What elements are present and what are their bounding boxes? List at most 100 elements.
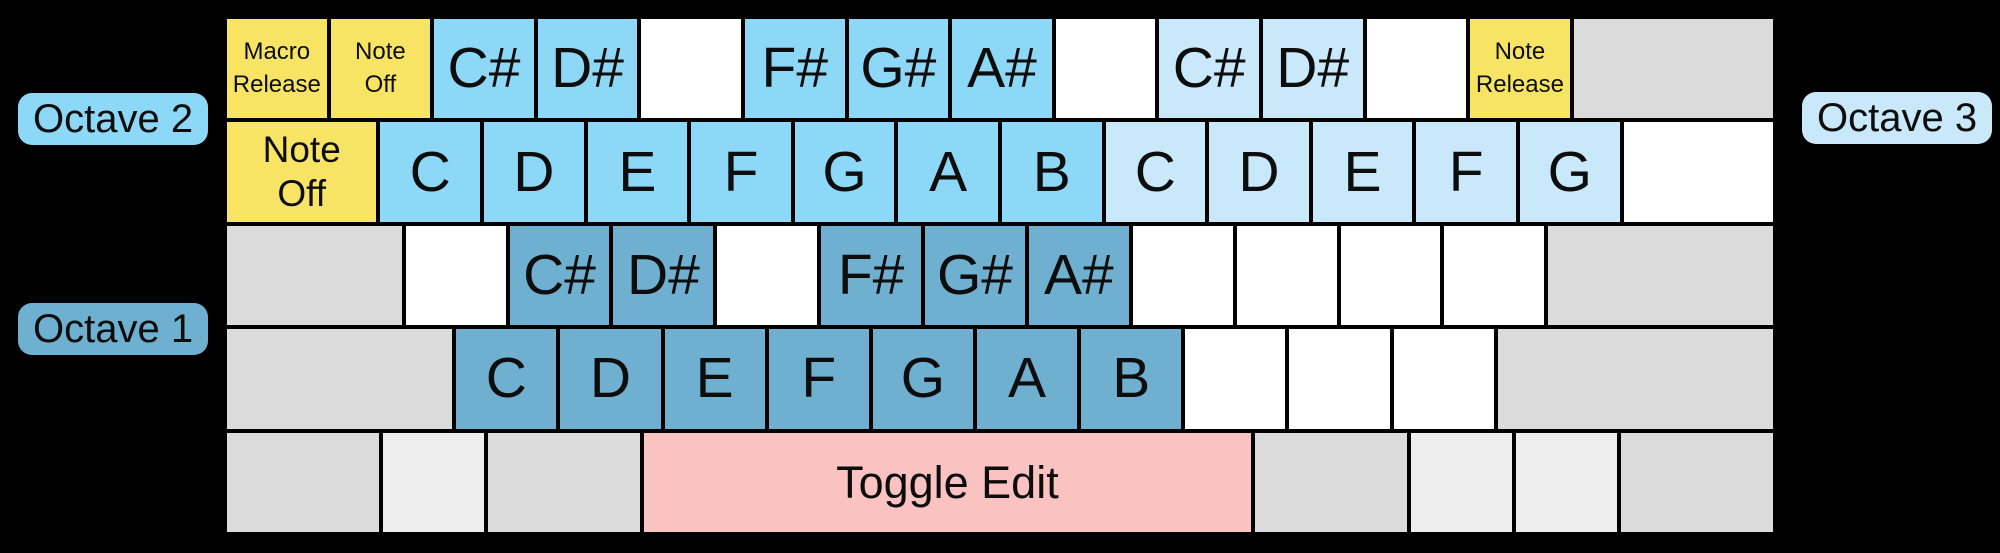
key-g-octave2-label: G	[822, 139, 867, 204]
key-c-octave2[interactable]: C	[378, 120, 482, 224]
key-csharp-octave2[interactable]: C#	[432, 17, 536, 121]
badge-octave-2-label: Octave 2	[33, 96, 194, 141]
badge-octave-2: Octave 2	[18, 93, 209, 145]
key-blank-row3-a	[403, 223, 508, 328]
key-d-octave1-label: D	[589, 346, 632, 411]
key-f-octave2-label: F	[723, 139, 759, 204]
key-blank-mod-a	[225, 430, 381, 535]
key-blank-row4-b	[1287, 327, 1392, 431]
key-e-octave2[interactable]: E	[585, 120, 690, 224]
key-blank-mod-c	[486, 430, 642, 535]
key-b-octave1[interactable]: B	[1079, 327, 1184, 431]
key-g-octave1-label: G	[900, 346, 946, 411]
key-blank-row3-d	[1234, 223, 1339, 328]
key-d-octave3[interactable]: D	[1207, 120, 1311, 224]
key-dsharp-octave3[interactable]: D#	[1260, 17, 1365, 121]
key-g-octave2[interactable]: G	[792, 120, 897, 224]
key-dsharp-octave3-label: D#	[1276, 36, 1350, 101]
key-csharp-octave3-label: C#	[1172, 36, 1246, 101]
key-b-octave2-label: B	[1032, 139, 1071, 204]
key-asharp-octave1-label: A#	[1043, 243, 1114, 308]
key-blank-mod-e	[1408, 430, 1514, 535]
key-f-octave3-label: F	[1448, 139, 1484, 204]
key-blank-row1-c	[1364, 17, 1469, 121]
badge-octave-1-label: Octave 1	[33, 306, 194, 351]
key-a-octave1-label: A	[1008, 346, 1047, 411]
badge-octave-3-label: Octave 3	[1817, 95, 1978, 140]
key-d-octave1[interactable]: D	[558, 327, 663, 431]
badge-octave-1: Octave 1	[18, 303, 209, 355]
key-gsharp-octave2-label: G#	[860, 36, 937, 101]
key-csharp-octave1-label: C#	[523, 243, 596, 308]
key-f-octave2[interactable]: F	[689, 120, 793, 224]
keyboard-row-3: C#D# F# G# A#	[225, 223, 1775, 328]
key-fsharp-octave2-label: F#	[761, 36, 829, 101]
key-note-release-label: Note Release	[1475, 38, 1564, 98]
key-f-octave3[interactable]: F	[1414, 120, 1518, 224]
key-note-off-top-label: Note Off	[355, 38, 406, 98]
key-note-release[interactable]: Note Release	[1468, 17, 1572, 121]
key-e-octave1-label: E	[695, 346, 734, 411]
key-gsharp-octave1[interactable]: G#	[923, 223, 1027, 328]
key-blank-row3-b	[715, 223, 820, 328]
key-dsharp-octave2[interactable]: D#	[535, 17, 640, 121]
key-dsharp-octave2-label: D#	[551, 36, 625, 101]
key-blank-lshift	[225, 327, 455, 431]
key-fsharp-octave2[interactable]: F#	[742, 17, 847, 121]
key-blank-mod-b	[380, 430, 486, 535]
key-g-octave1[interactable]: G	[870, 327, 975, 431]
key-c-octave3-label: C	[1134, 139, 1176, 204]
keyboard-row-5: Toggle Edit	[225, 430, 1775, 535]
key-note-off-top[interactable]: Note Off	[328, 17, 433, 121]
key-c-octave1[interactable]: C	[454, 327, 559, 431]
key-blank-row3-e	[1338, 223, 1443, 328]
key-blank-row4-a	[1183, 327, 1288, 431]
key-note-off-tab[interactable]: Note Off	[225, 120, 379, 224]
key-blank-row1-a	[639, 17, 743, 121]
key-c-octave1-label: C	[485, 346, 527, 411]
key-c-octave2-label: C	[409, 139, 451, 204]
key-blank-row2	[1621, 120, 1775, 224]
key-c-octave3[interactable]: C	[1103, 120, 1208, 224]
key-dsharp-octave1[interactable]: D#	[611, 223, 716, 328]
key-toggle-edit[interactable]: Toggle Edit	[641, 430, 1253, 535]
key-e-octave3-label: E	[1343, 139, 1382, 204]
key-d-octave3-label: D	[1238, 139, 1280, 204]
key-gsharp-octave1-label: G#	[936, 243, 1014, 308]
key-csharp-octave3[interactable]: C#	[1157, 17, 1261, 121]
key-asharp-octave2[interactable]: A#	[950, 17, 1054, 121]
key-f-octave1-label: F	[801, 346, 837, 411]
key-blank-mod-d	[1253, 430, 1409, 535]
key-gsharp-octave2[interactable]: G#	[846, 17, 951, 121]
key-toggle-edit-label: Toggle Edit	[836, 456, 1059, 508]
key-macro-release[interactable]: Macro Release	[225, 17, 329, 121]
key-e-octave3[interactable]: E	[1310, 120, 1415, 224]
key-g-octave3[interactable]: G	[1517, 120, 1622, 224]
key-d-octave2[interactable]: D	[482, 120, 586, 224]
key-g-octave3-label: G	[1547, 139, 1592, 204]
key-blank-row3-c	[1130, 223, 1235, 328]
key-csharp-octave1[interactable]: C#	[507, 223, 612, 328]
key-d-octave2-label: D	[513, 139, 555, 204]
key-asharp-octave1[interactable]: A#	[1026, 223, 1131, 328]
key-macro-release-label: Macro Release	[232, 38, 321, 98]
key-blank-rshift	[1495, 327, 1776, 431]
key-b-octave2[interactable]: B	[999, 120, 1104, 224]
key-fsharp-octave1[interactable]: F#	[819, 223, 924, 328]
key-a-octave1[interactable]: A	[975, 327, 1080, 431]
key-a-octave2-label: A	[929, 139, 968, 204]
key-blank-caps	[225, 223, 404, 328]
key-a-octave2[interactable]: A	[896, 120, 1000, 224]
key-fsharp-octave1-label: F#	[837, 243, 905, 308]
key-blank-mod-g	[1619, 430, 1775, 535]
key-e-octave1[interactable]: E	[662, 327, 767, 431]
key-f-octave1[interactable]: F	[766, 327, 871, 431]
key-asharp-octave2-label: A#	[967, 36, 1037, 101]
key-note-off-tab-label: Note Off	[262, 128, 341, 215]
key-blank-enter	[1546, 223, 1775, 328]
key-blank-backspace	[1571, 17, 1775, 121]
